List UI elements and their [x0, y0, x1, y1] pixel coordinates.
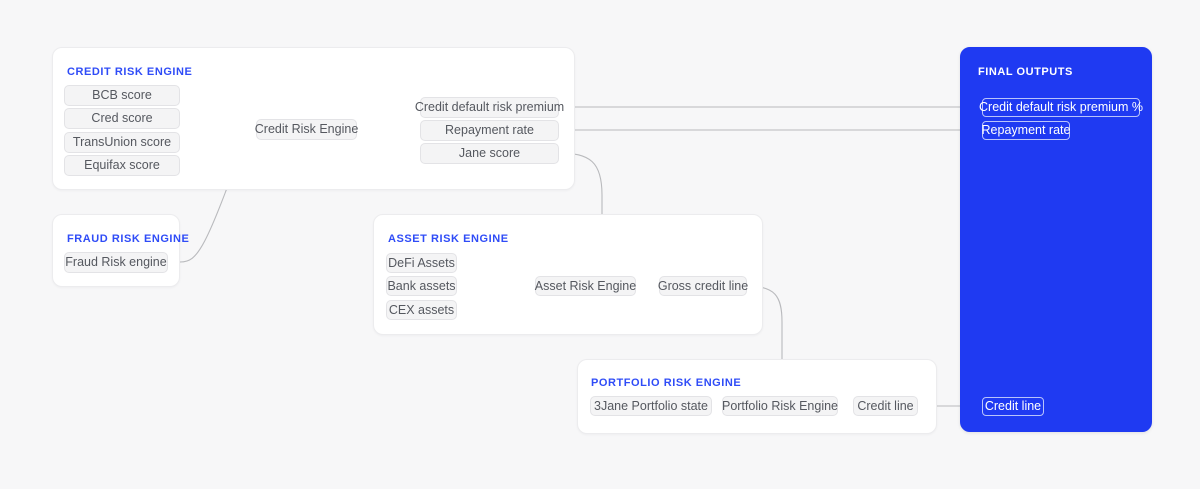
node-cred-score[interactable]: Cred score: [64, 108, 180, 129]
node-fraud-risk-engine[interactable]: Fraud Risk engine: [64, 252, 168, 273]
node-credit-default-risk-premium[interactable]: Credit default risk premium: [415, 97, 564, 118]
node-cex-assets[interactable]: CEX assets: [386, 300, 457, 320]
node-repayment-rate[interactable]: Repayment rate: [420, 120, 559, 141]
node-final-credit-line[interactable]: Credit line: [982, 397, 1044, 416]
panel-title-credit-risk-engine: CREDIT RISK ENGINE: [67, 66, 193, 78]
node-bcb-score[interactable]: BCB score: [64, 85, 180, 106]
node-credit-line[interactable]: Credit line: [853, 396, 918, 416]
node-jane-score[interactable]: Jane score: [420, 143, 559, 164]
node-3jane-portfolio-state[interactable]: 3Jane Portfolio state: [590, 396, 712, 416]
panel-title-fraud-risk-engine: FRAUD RISK ENGINE: [67, 233, 190, 245]
node-portfolio-risk-engine[interactable]: Portfolio Risk Engine: [722, 396, 838, 416]
panel-title-final-outputs: FINAL OUTPUTS: [978, 66, 1073, 78]
node-credit-risk-engine[interactable]: Credit Risk Engine: [255, 119, 358, 140]
panel-title-portfolio-risk-engine: PORTFOLIO RISK ENGINE: [591, 377, 742, 389]
panel-final-outputs: [960, 47, 1152, 432]
panel-fraud-risk-engine: [52, 214, 180, 287]
node-final-repayment-rate[interactable]: Repayment rate: [982, 121, 1070, 140]
node-final-credit-default-risk-premium-pct[interactable]: Credit default risk premium %: [979, 98, 1143, 117]
panel-title-asset-risk-engine: ASSET RISK ENGINE: [388, 233, 509, 245]
node-defi-assets[interactable]: DeFi Assets: [386, 253, 457, 273]
node-bank-assets[interactable]: Bank assets: [386, 276, 457, 296]
node-transunion-score[interactable]: TransUnion score: [64, 132, 180, 153]
node-gross-credit-line[interactable]: Gross credit line: [658, 276, 748, 296]
node-asset-risk-engine[interactable]: Asset Risk Engine: [535, 276, 636, 296]
node-equifax-score[interactable]: Equifax score: [64, 155, 180, 176]
